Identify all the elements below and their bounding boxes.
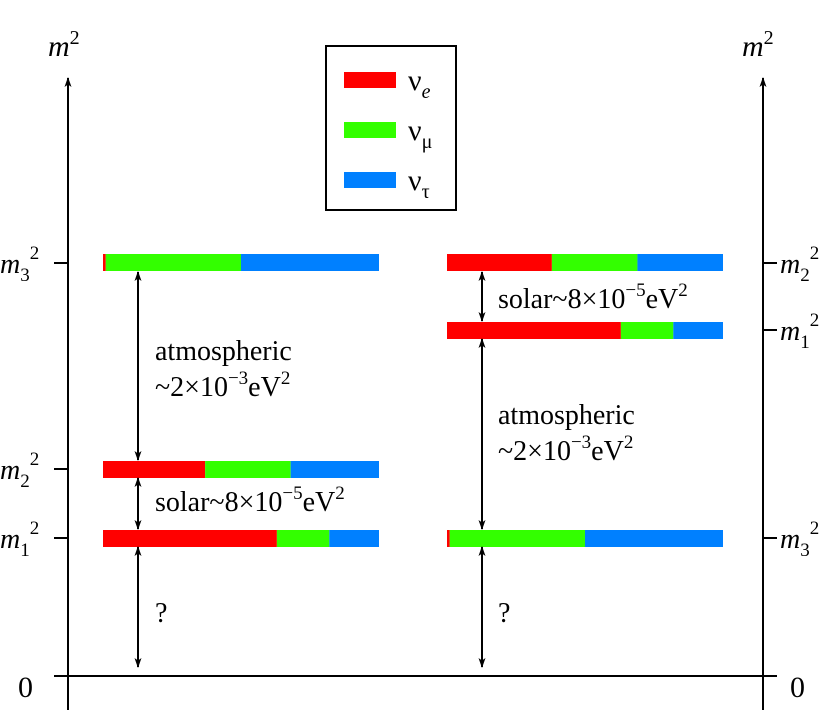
inverted-bar-1-segment-mu xyxy=(551,254,638,271)
inverted-level-bar-m1 xyxy=(447,322,723,339)
inverted-bar-3-segment-mu xyxy=(449,530,585,547)
inverted-level-bar-m3 xyxy=(447,530,723,547)
normal-bar-2-segment-tau xyxy=(290,461,379,478)
inverted-level-label-m3: m32 xyxy=(780,518,819,561)
svg-text:m2: m2 xyxy=(48,27,80,63)
normal-level-label-m3: m32 xyxy=(0,243,39,286)
normal-solar-label: solar~8×10−5eV2 xyxy=(155,483,345,518)
legend-label-nu-e: νe xyxy=(408,64,431,103)
inverted-hierarchy: m22 m12 m32 solar~8×10−5eV2 atmospheric … xyxy=(447,243,819,668)
inverted-bar-3-segment-tau xyxy=(585,530,723,547)
normal-bar-3-segment-tau xyxy=(329,530,379,547)
normal-level-label-m2: m22 xyxy=(0,449,39,492)
normal-bar-3-segment-mu xyxy=(276,530,330,547)
right-axis: m2 0 xyxy=(742,27,805,710)
right-axis-sup: 2 xyxy=(764,27,774,49)
right-axis-label: m xyxy=(742,30,764,63)
normal-hierarchy: m32 m22 m12 atmospheric ~2×10−3eV2 solar… xyxy=(0,243,379,668)
legend-label-nu-mu: νμ xyxy=(408,114,432,153)
normal-level-bar-m3 xyxy=(103,254,379,271)
inverted-unknown-label: ? xyxy=(498,598,510,629)
right-axis-zero: 0 xyxy=(790,671,805,704)
left-axis-sup: 2 xyxy=(70,27,80,49)
inverted-level-label-m2: m22 xyxy=(780,243,819,286)
normal-bar-2-segment-mu xyxy=(205,461,291,478)
left-axis: m2 0 xyxy=(18,27,80,710)
inverted-level-label-m1: m12 xyxy=(780,310,819,353)
legend-label-nu-tau: ντ xyxy=(408,164,430,203)
inverted-bar-2-segment-tau xyxy=(673,322,723,339)
legend: νe νμ ντ xyxy=(325,45,457,211)
inverted-bar-1-segment-tau xyxy=(637,254,723,271)
normal-bar-2-segment-e xyxy=(103,461,206,478)
normal-bar-3-segment-e xyxy=(103,530,277,547)
left-axis-label: m xyxy=(48,30,70,63)
normal-bar-1-segment-mu xyxy=(105,254,241,271)
normal-atmospheric-line1: atmospheric xyxy=(155,336,292,367)
legend-swatch-nu-tau xyxy=(344,172,396,188)
normal-level-bar-m2 xyxy=(103,461,379,478)
inverted-atmospheric-line1: atmospheric xyxy=(498,400,635,431)
legend-swatch-nu-e xyxy=(344,72,396,88)
inverted-atmospheric-line2: ~2×10−3eV2 xyxy=(498,432,633,467)
legend-swatch-nu-mu xyxy=(344,122,396,138)
inverted-solar-label: solar~8×10−5eV2 xyxy=(498,280,688,315)
normal-level-label-m1: m12 xyxy=(0,518,39,561)
inverted-bar-3-segment-e xyxy=(447,530,450,547)
normal-atmospheric-line2: ~2×10−3eV2 xyxy=(155,368,290,403)
inverted-bar-2-segment-mu xyxy=(620,322,674,339)
inverted-bar-1-segment-e xyxy=(447,254,552,271)
inverted-bar-2-segment-e xyxy=(447,322,621,339)
normal-bar-1-segment-e xyxy=(103,254,106,271)
inverted-level-bar-m2 xyxy=(447,254,723,271)
normal-bar-1-segment-tau xyxy=(241,254,379,271)
svg-text:m2: m2 xyxy=(742,27,774,63)
normal-unknown-label: ? xyxy=(155,598,167,629)
normal-level-bar-m1 xyxy=(103,530,379,547)
left-axis-zero: 0 xyxy=(18,671,33,704)
